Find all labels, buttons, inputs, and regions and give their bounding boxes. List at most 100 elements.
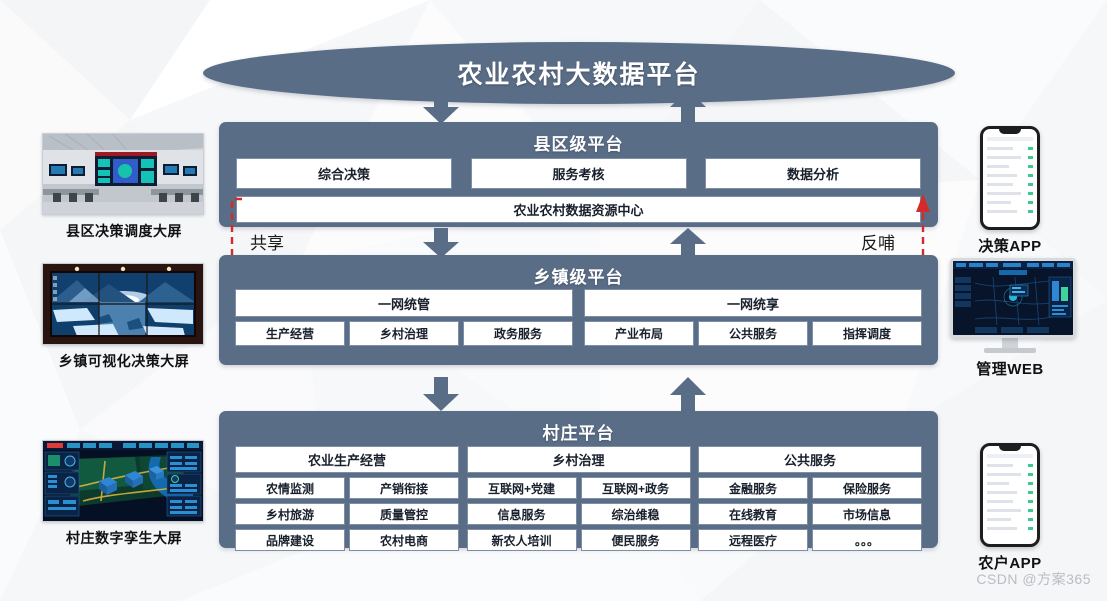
device-card-management-web: 管理WEB [940, 258, 1080, 379]
village-group-0: 农业生产经营 农情监测 产销衔接 乡村旅游 质量管控 品牌建设 农村电商 [235, 446, 459, 551]
village-item-2-1[interactable]: 保险服务 [812, 477, 922, 499]
village-group-head-2[interactable]: 公共服务 [698, 446, 922, 473]
village-item-1-4[interactable]: 新农人培训 [466, 529, 577, 551]
village-platform-panel: 村庄平台 农业生产经营 农情监测 产销衔接 乡村旅游 质量管控 品牌建设 农村电… [219, 411, 938, 551]
village-group-items-0: 农情监测 产销衔接 乡村旅游 质量管控 品牌建设 农村电商 [235, 477, 459, 551]
screen-caption-county: 县区决策调度大屏 [66, 223, 182, 239]
monitor-neck [1002, 338, 1018, 348]
township-group-head-1[interactable]: 一网统享 [584, 289, 922, 317]
village-item-1-0[interactable]: 互联网+党建 [466, 477, 577, 499]
village-groups: 农业生产经营 农情监测 产销衔接 乡村旅游 质量管控 品牌建设 农村电商 乡村治… [235, 446, 922, 551]
platform-title-ellipse: 农业农村大数据平台 [203, 42, 955, 104]
arrow-down-village [423, 377, 459, 411]
township-item-0-0[interactable]: 生产经营 [235, 321, 345, 346]
township-item-0-1[interactable]: 乡村治理 [349, 321, 459, 346]
control-room-photo [42, 133, 204, 215]
arrow-up-township [670, 377, 706, 411]
village-item-1-2[interactable]: 信息服务 [466, 503, 577, 525]
phone-header-bar [987, 137, 1033, 141]
page-title: 农业农村大数据平台 [457, 61, 701, 89]
village-group-head-1[interactable]: 乡村治理 [466, 446, 691, 473]
county-module-2[interactable]: 数据分析 [705, 158, 921, 189]
phone-list-row [987, 500, 1013, 503]
phone-list-badge [1028, 527, 1033, 530]
county-platform-panel: 县区级平台 综合决策 服务考核 数据分析 农业农村数据资源中心 [219, 122, 938, 227]
arrow-up-to-bigdata [670, 90, 706, 124]
device-caption-farmer-app: 农户APP [978, 555, 1042, 572]
county-module-0[interactable]: 综合决策 [236, 158, 452, 189]
phone-header-bar [987, 454, 1033, 458]
phone-list-badge [1028, 147, 1033, 150]
phone-list-row [987, 464, 1013, 467]
village-item-2-0[interactable]: 金融服务 [698, 477, 808, 499]
village-item-1-5[interactable]: 便民服务 [580, 529, 691, 551]
device-card-farmer-app: 农户APP [950, 443, 1070, 573]
village-group-1: 乡村治理 互联网+党建 互联网+政务 信息服务 综治维稳 新农人培训 便民服务 [466, 446, 691, 551]
phone-list-badge [1028, 201, 1033, 204]
flow-label-share: 共享 [250, 234, 284, 253]
phone-list-badge [1028, 473, 1033, 476]
phone-list-row [987, 147, 1013, 150]
flow-label-feedback: 反哺 [861, 234, 895, 253]
township-group-head-0[interactable]: 一网统管 [235, 289, 573, 317]
village-item-2-3[interactable]: 市场信息 [812, 503, 922, 525]
device-caption-management-web: 管理WEB [976, 361, 1044, 378]
phone-notch-icon [999, 129, 1021, 134]
village-item-0-2[interactable]: 乡村旅游 [235, 503, 345, 525]
village-group-2: 公共服务 金融服务 保险服务 在线教育 市场信息 远程医疗 。。。 [698, 446, 922, 551]
screen-card-township: 乡镇可视化决策大屏 [42, 263, 206, 371]
device-caption-decision-app: 决策APP [978, 238, 1042, 255]
phone-list-row [987, 174, 1017, 177]
county-module-1[interactable]: 服务考核 [470, 158, 687, 189]
phone-list-row [987, 210, 1017, 213]
village-group-head-0[interactable]: 农业生产经营 [235, 446, 459, 473]
county-platform-title: 县区级平台 [533, 135, 624, 154]
village-item-0-3[interactable]: 质量管控 [349, 503, 459, 525]
township-item-1-1[interactable]: 公共服务 [698, 321, 808, 346]
screen-card-county: 县区决策调度大屏 [42, 133, 206, 241]
phone-list-row [987, 473, 1021, 476]
arrow-down-township [423, 228, 459, 258]
village-item-0-4[interactable]: 品牌建设 [235, 529, 345, 551]
village-platform-title: 村庄平台 [542, 424, 615, 443]
device-card-decision-app: 决策APP [950, 126, 1070, 256]
village-item-2-4[interactable]: 远程医疗 [698, 529, 808, 551]
township-item-0-2[interactable]: 政务服务 [463, 321, 573, 346]
phone-list-badge [1028, 491, 1033, 494]
county-data-resource-center[interactable]: 农业农村数据资源中心 [236, 196, 921, 223]
phone-list-badge [1028, 183, 1033, 186]
phone-list-row [987, 183, 1013, 186]
phone-list-row [987, 518, 1011, 521]
county-module-row: 综合决策 服务考核 数据分析 [236, 158, 921, 189]
phone-list-badge [1028, 464, 1033, 467]
phone-mockup-farmer[interactable] [980, 443, 1040, 547]
village-item-1-1[interactable]: 互联网+政务 [580, 477, 691, 499]
township-item-1-0[interactable]: 产业布局 [584, 321, 694, 346]
watermark: CSDN @方案365 [976, 571, 1091, 587]
phone-list-badge [1028, 518, 1033, 521]
video-wall-photo [42, 263, 204, 345]
township-item-1-2[interactable]: 指挥调度 [812, 321, 922, 346]
phone-notch-icon [999, 446, 1021, 451]
phone-list-row [987, 192, 1021, 195]
phone-mockup-decision[interactable] [980, 126, 1040, 230]
phone-list-row [987, 201, 1011, 204]
phone-list-badge [1028, 192, 1033, 195]
village-item-0-1[interactable]: 产销衔接 [349, 477, 459, 499]
phone-list-badge [1028, 482, 1033, 485]
monitor-base [984, 348, 1036, 353]
village-item-0-0[interactable]: 农情监测 [235, 477, 345, 499]
screen-card-village: 村庄数字孪生大屏 [42, 440, 206, 548]
digital-twin-photo [42, 440, 204, 522]
phone-list-badge [1028, 174, 1033, 177]
village-item-0-5[interactable]: 农村电商 [349, 529, 459, 551]
screen-caption-village: 村庄数字孪生大屏 [66, 530, 182, 546]
village-item-1-3[interactable]: 综治维稳 [580, 503, 691, 525]
township-group-items-0: 生产经营 乡村治理 政务服务 [235, 321, 573, 346]
village-group-items-1: 互联网+党建 互联网+政务 信息服务 综治维稳 新农人培训 便民服务 [466, 477, 691, 551]
village-item-2-5[interactable]: 。。。 [812, 529, 922, 551]
township-group-items-1: 产业布局 公共服务 指挥调度 [584, 321, 922, 346]
village-item-2-2[interactable]: 在线教育 [698, 503, 808, 525]
phone-list-row [987, 509, 1021, 512]
monitor-mockup[interactable] [950, 258, 1076, 353]
